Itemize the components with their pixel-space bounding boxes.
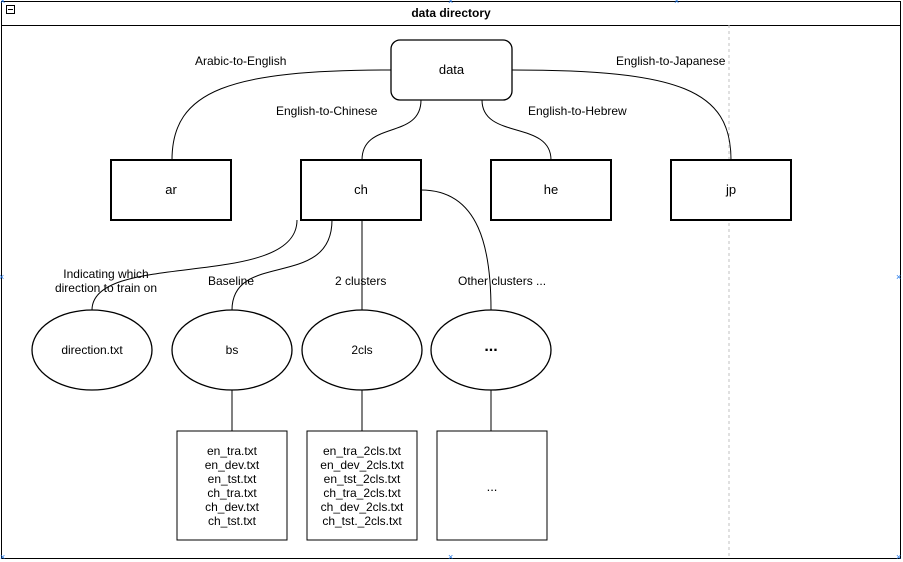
node-direction-ellipse[interactable] [31, 309, 153, 391]
files-bs-box[interactable] [176, 430, 288, 541]
edge-label-two-clusters: 2 clusters [335, 274, 387, 288]
edge-data-ch [361, 99, 422, 161]
collapse-icon[interactable] [6, 5, 15, 14]
node-2cls-label: 2cls [351, 343, 373, 357]
node-2cls-ellipse[interactable] [301, 309, 423, 391]
container-title: data directory [411, 6, 491, 20]
node-data-box[interactable] [390, 39, 513, 101]
node-ch-box[interactable] [300, 159, 422, 221]
selection-handle-mid-left[interactable]: × [0, 272, 5, 282]
edge-label-direction: Indicating which direction to train on [36, 267, 176, 295]
selection-handle-top-mid[interactable]: × [448, 0, 454, 6]
selection-handle-top-left[interactable]: × [0, 0, 6, 6]
edge-label-arabic: Arabic-to-English [195, 54, 287, 68]
edge-label-direction-line2: direction to train on [54, 281, 158, 295]
file-item: en_tra_2cls.txt [322, 444, 402, 458]
node-ch-label: ch [354, 182, 368, 197]
file-item: en_tst_2cls.txt [323, 472, 401, 486]
selection-handle-top-right[interactable]: × [674, 0, 680, 6]
node-other-ellipse[interactable] [430, 309, 552, 391]
edge-label-chinese: English-to-Chinese [276, 104, 378, 118]
node-jp-box[interactable] [670, 159, 792, 221]
node-ar-box[interactable] [110, 159, 232, 221]
node-jp-label: jp [725, 182, 737, 197]
container-title-bar: data directory [2, 2, 900, 26]
file-item: en_dev_2cls.txt [320, 458, 404, 472]
edge-data-he [481, 99, 552, 161]
file-item: ch_tra_2cls.txt [323, 486, 401, 500]
selection-handle-bottom-mid[interactable]: × [448, 552, 454, 562]
selection-handle-mid-right[interactable]: × [896, 272, 902, 282]
node-bs-label: bs [225, 343, 239, 357]
node-direction-label: direction.txt [61, 343, 123, 357]
node-he-label: he [543, 182, 559, 197]
file-item: ch_dev_2cls.txt [320, 500, 404, 514]
edge-label-direction-line1: Indicating which [63, 267, 149, 281]
files-other-label: ... [486, 479, 498, 494]
edge-label-baseline: Baseline [208, 274, 255, 288]
selection-handle-bottom-right[interactable]: × [896, 552, 902, 562]
node-data-label: data [438, 62, 465, 77]
edge-ch-direction [91, 219, 298, 311]
edge-data-ar [171, 69, 392, 161]
file-item: ch_tra.txt [207, 486, 257, 500]
edge-data-jp [511, 69, 732, 161]
selection-handle-bottom-left[interactable]: × [0, 552, 6, 562]
node-bs-ellipse[interactable] [171, 309, 293, 391]
file-item: ch_tst.txt [207, 514, 257, 528]
node-ar-label: ar [165, 182, 177, 197]
edge-ch-bs [231, 219, 333, 311]
file-item: en_dev.txt [204, 458, 260, 472]
files-bs-list: en_tra.txt en_dev.txt en_tst.txt ch_tra.… [177, 444, 287, 528]
edge-label-hebrew: English-to-Hebrew [528, 104, 627, 118]
files-2cls-list: en_tra_2cls.txt en_dev_2cls.txt en_tst_2… [307, 444, 417, 528]
edge-label-japanese: English-to-Japanese [616, 54, 726, 68]
file-item: en_tra.txt [206, 444, 258, 458]
files-2cls-box[interactable] [306, 430, 418, 541]
edge-ch-other [420, 189, 492, 311]
file-item: ch_tst._2cls.txt [322, 514, 402, 528]
edge-label-other-clusters: Other clusters ... [458, 274, 547, 288]
node-he-box[interactable] [490, 159, 612, 221]
file-item: ch_dev.txt [205, 500, 259, 514]
file-item: en_tst.txt [207, 472, 257, 486]
node-other-label: ... [484, 338, 498, 355]
files-other-box[interactable] [436, 430, 548, 541]
